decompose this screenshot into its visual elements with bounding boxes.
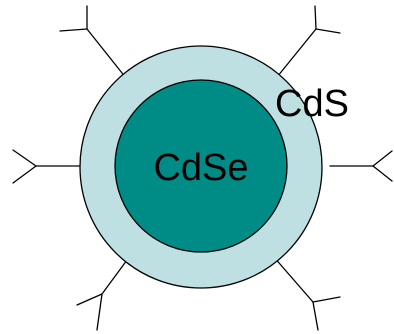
ligand-bottom-left bbox=[76, 255, 131, 331]
ligand-right bbox=[329, 150, 393, 182]
ligand-bottom-right bbox=[272, 255, 341, 331]
ligand-left bbox=[12, 149, 83, 184]
ligands bbox=[12, 5, 393, 331]
ligand-top-right bbox=[272, 5, 341, 83]
shell-label: CdS bbox=[275, 83, 349, 125]
cdse-core bbox=[114, 79, 288, 253]
ligand-top-left bbox=[59, 5, 131, 84]
core-label: CdSe bbox=[153, 147, 248, 189]
